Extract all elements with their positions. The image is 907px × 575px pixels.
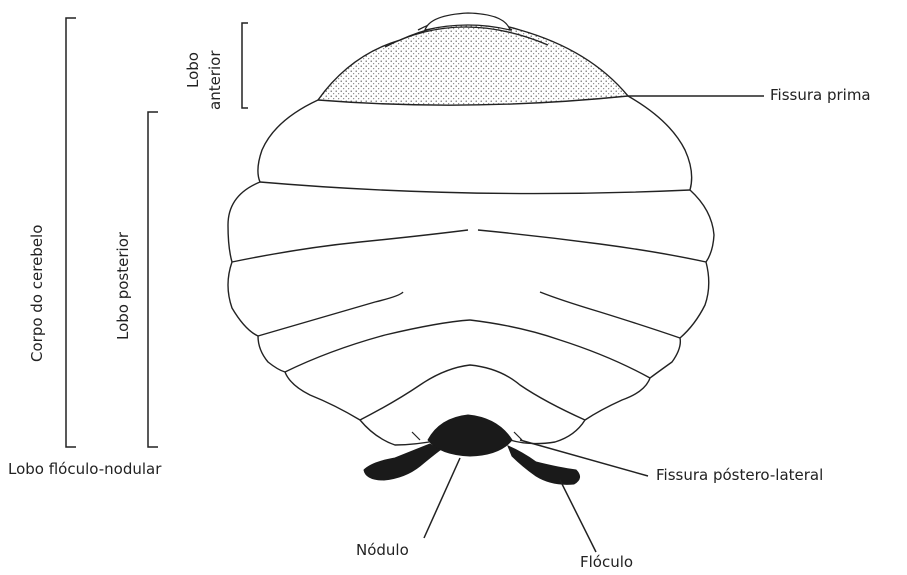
label-nodulo: Nódulo xyxy=(356,543,409,558)
leader-nodulo xyxy=(424,458,460,538)
label-lobo-floculo-nodular: Lobo flóculo-nodular xyxy=(8,462,161,477)
flocculus-left xyxy=(364,444,440,480)
label-anterior: anterior xyxy=(208,51,223,111)
bracket-anterior xyxy=(242,23,248,108)
flocculonodular-lobe xyxy=(364,415,580,484)
anterior-lobe xyxy=(318,13,628,105)
label-fissura-postero-lateral: Fissura póstero-lateral xyxy=(656,468,823,483)
label-lobo: Lobo xyxy=(186,52,201,88)
flocculus-right xyxy=(508,446,580,484)
bracket-posterior xyxy=(148,112,158,447)
label-lobo-posterior: Lobo posterior xyxy=(116,232,131,340)
label-fissura-prima: Fissura prima xyxy=(770,88,871,103)
posterior-lobe xyxy=(228,96,714,445)
leader-floculo xyxy=(560,480,596,552)
bracket-body xyxy=(66,18,76,447)
label-corpo-do-cerebelo: Corpo do cerebelo xyxy=(30,225,45,362)
label-floculo: Flóculo xyxy=(580,555,633,570)
